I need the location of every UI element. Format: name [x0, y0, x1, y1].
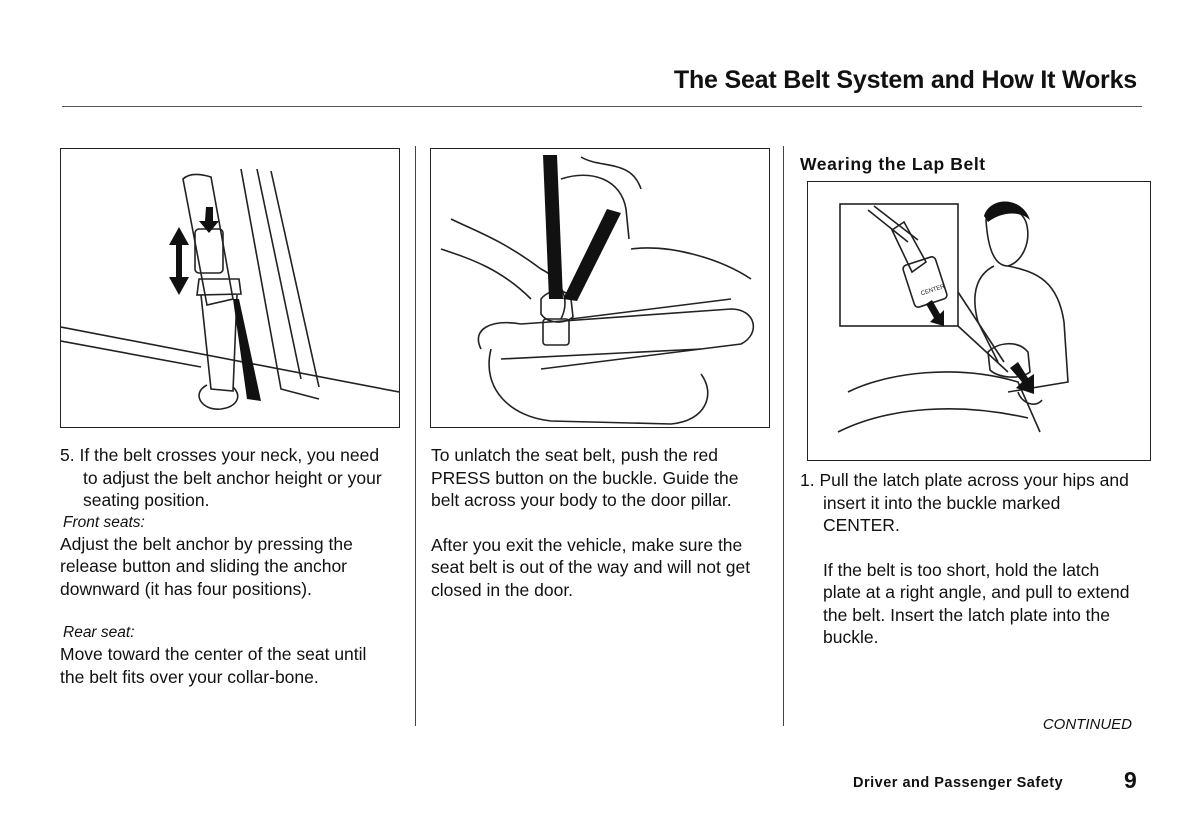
lap-belt-illustration: CENTER	[807, 181, 1151, 461]
lap-belt-drawing: CENTER	[837, 201, 1069, 433]
column-1-text: 5. If the belt crosses your neck, you ne…	[60, 444, 390, 688]
unlatch-paragraph: To unlatch the seat belt, push the red P…	[431, 445, 739, 510]
paragraph-gap	[60, 600, 390, 622]
column-2-text: To unlatch the seat belt, push the red P…	[431, 444, 771, 601]
rear-seat-label: Rear seat:	[63, 624, 135, 641]
paragraph-gap	[431, 512, 771, 534]
column-divider-2	[783, 146, 784, 726]
step-5-text: 5. If the belt crosses your neck, you ne…	[60, 445, 382, 510]
belt-anchor-illustration	[60, 148, 400, 428]
exit-paragraph: After you exit the vehicle, make sure th…	[431, 534, 751, 600]
rear-seat-text: Move toward the center of the seat until…	[60, 644, 367, 687]
unlatch-buckle-illustration	[430, 148, 770, 428]
title-rule	[62, 106, 1142, 107]
buckle-center-label: CENTER	[920, 284, 946, 298]
step-1-text: 1. Pull the latch plate across your hips…	[800, 470, 1129, 535]
column-3-text: 1. Pull the latch plate across your hips…	[800, 469, 1140, 649]
front-seats-text: Adjust the belt anchor by pressing the r…	[60, 533, 353, 599]
front-seats-label: Front seats:	[63, 513, 145, 531]
column-divider-1	[415, 146, 416, 726]
paragraph-gap	[800, 537, 1140, 559]
continued-label: CONTINUED	[1042, 716, 1132, 733]
belt-too-short-text: If the belt is too short, hold the latch…	[823, 559, 1130, 648]
section-heading: Wearing the Lap Belt	[800, 154, 986, 174]
footer-section-label: Driver and Passenger Safety	[853, 775, 1064, 791]
belt-anchor-drawing	[61, 168, 399, 410]
page-title: The Seat Belt System and How It Works	[673, 66, 1137, 94]
unlatch-buckle-drawing	[440, 155, 755, 425]
page-number: 9	[1124, 767, 1137, 793]
